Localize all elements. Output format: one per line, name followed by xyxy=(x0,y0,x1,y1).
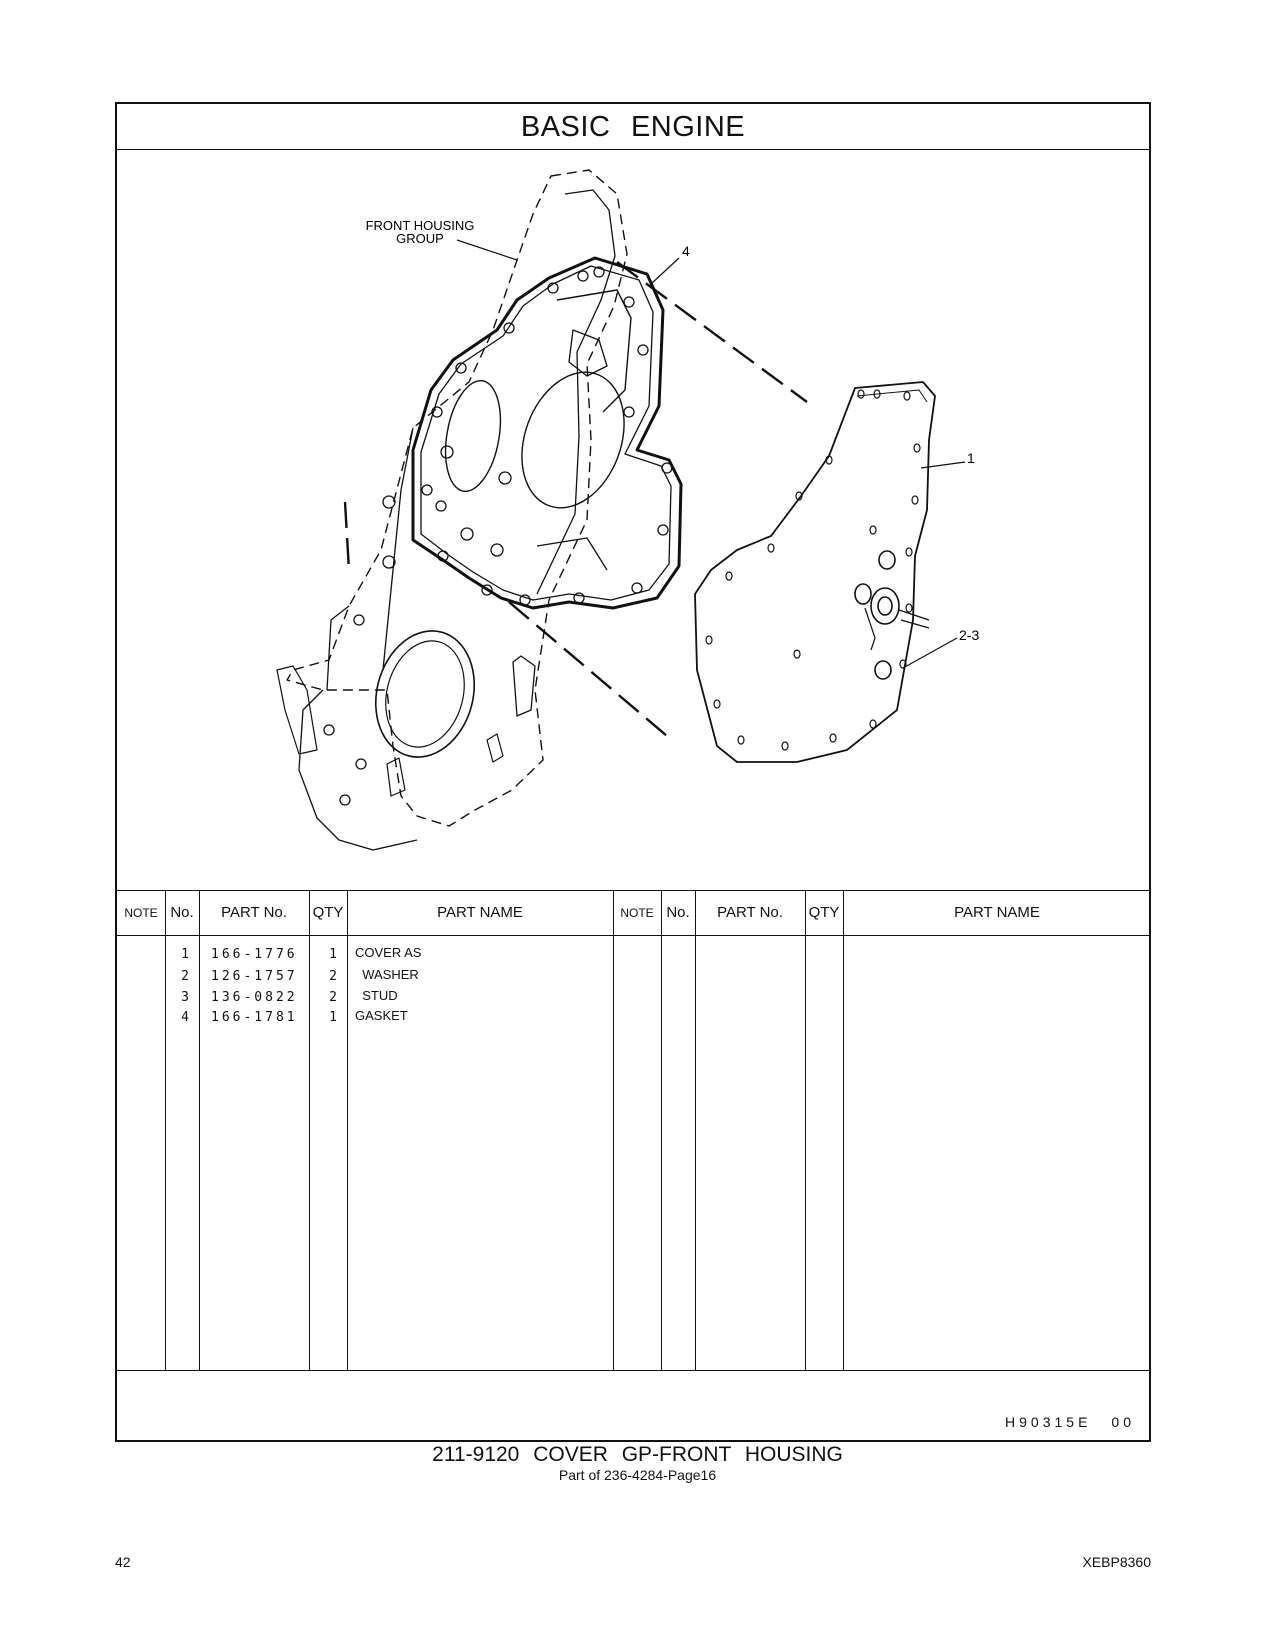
column-divider xyxy=(613,891,614,1370)
row-qty: 1 xyxy=(329,1010,337,1025)
drawing-number: H90315E xyxy=(1005,1414,1092,1430)
header-part-name: PART NAME xyxy=(437,904,523,921)
callout-front-housing: FRONT HOUSING xyxy=(366,218,475,233)
row-no: 2 xyxy=(181,969,189,984)
column-divider xyxy=(165,891,166,1370)
drawing-code-band: H90315E 00 xyxy=(117,1370,1149,1442)
row-part-name: GASKET xyxy=(355,1008,408,1023)
row-no: 4 xyxy=(181,1010,189,1025)
row-qty: 1 xyxy=(329,947,337,962)
row-qty: 2 xyxy=(329,969,337,984)
callout-4: 4 xyxy=(682,243,690,259)
header-note: NOTE xyxy=(124,906,158,920)
page-title: BASIC ENGINE xyxy=(117,104,1149,150)
row-part-no: 166-1776 xyxy=(211,947,298,962)
header-no: No. xyxy=(170,904,194,921)
page-number: 42 xyxy=(115,1554,131,1570)
row-part-no: 136-0822 xyxy=(211,990,298,1005)
column-divider xyxy=(805,891,806,1370)
document-code: XEBP8360 xyxy=(1082,1554,1152,1570)
callout-group: GROUP xyxy=(396,231,444,246)
column-divider xyxy=(661,891,662,1370)
callout-1: 1 xyxy=(967,450,975,466)
group-caption-subtitle: Part of 236-4284-Page16 xyxy=(558,1467,717,1483)
row-part-name: STUD xyxy=(355,988,398,1003)
row-part-no: 126-1757 xyxy=(211,969,298,984)
column-divider xyxy=(843,891,844,1370)
group-caption-title: 211-9120 COVER GP-FRONT HOUSING xyxy=(432,1443,843,1466)
header-part-no: PART No. xyxy=(221,904,287,921)
row-part-no: 166-1781 xyxy=(211,1010,298,1025)
row-no: 3 xyxy=(181,990,189,1005)
row-part-name: WASHER xyxy=(355,967,419,982)
column-divider xyxy=(695,891,696,1370)
column-divider xyxy=(347,891,348,1370)
header-qty: QTY xyxy=(312,904,344,921)
row-qty: 2 xyxy=(329,990,337,1005)
row-part-name: COVER AS xyxy=(355,945,422,960)
header-part-no: PART No. xyxy=(717,904,783,921)
parts-page-frame: BASIC ENGINE xyxy=(115,102,1151,1442)
front-housing-drawing: FRONT HOUSING GROUP 4 1 2-3 xyxy=(276,169,979,851)
exploded-view-illustration: FRONT HOUSING GROUP 4 1 2-3 xyxy=(117,150,1149,890)
header-divider xyxy=(117,935,1149,936)
callout-2-3: 2-3 xyxy=(959,627,979,643)
column-divider xyxy=(199,891,200,1370)
header-qty: QTY xyxy=(808,904,840,921)
parts-table: NOTE No. PART No. QTY PART NAME NOTE No.… xyxy=(117,890,1149,1370)
column-divider xyxy=(309,891,310,1370)
drawing-code: H90315E 00 xyxy=(1005,1414,1135,1430)
drawing-revision: 00 xyxy=(1111,1414,1135,1430)
header-note: NOTE xyxy=(620,906,654,920)
header-no: No. xyxy=(666,904,690,921)
header-part-name: PART NAME xyxy=(954,904,1040,921)
row-no: 1 xyxy=(181,947,189,962)
